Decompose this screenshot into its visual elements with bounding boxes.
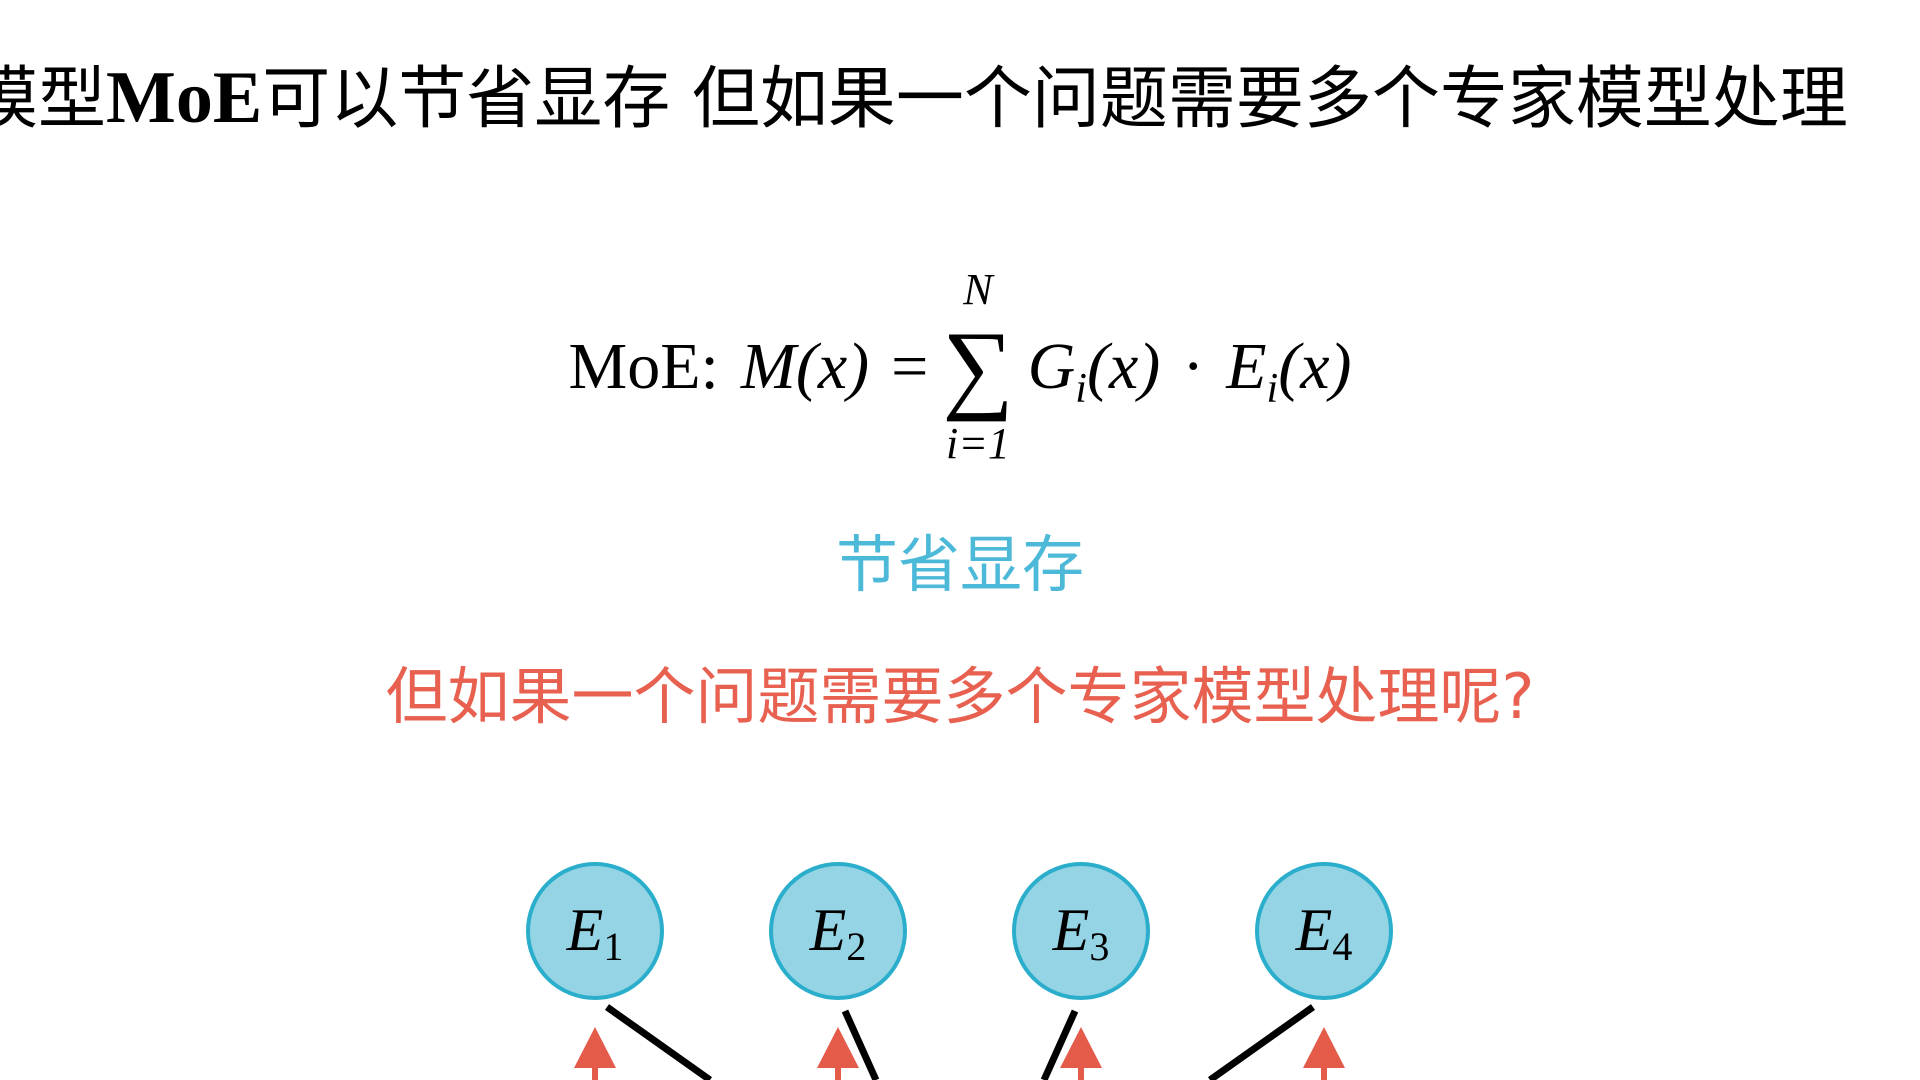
expert-label-2: E2 [771, 890, 905, 970]
expert-label-3: E3 [1014, 890, 1148, 970]
expert-sub: 2 [846, 924, 867, 969]
connection-line-2 [841, 1009, 880, 1080]
gate-term: Gi(x) [1027, 327, 1161, 410]
expert-term: Ei(x) [1226, 327, 1352, 410]
expert-node-4 [1255, 862, 1393, 1000]
expert-node-1 [526, 862, 664, 1000]
expert-index: i [1266, 366, 1279, 413]
formula-lhs: M(x) [740, 330, 870, 403]
title-bold: MoE [106, 57, 263, 139]
expert-name: E [566, 897, 604, 963]
formula-label: MoE: [568, 330, 719, 403]
formula-equals: = [891, 330, 929, 403]
sum-symbol: ∑ [942, 311, 1014, 422]
expert-arg: (x) [1278, 330, 1352, 403]
up-arrow-icon [1060, 1027, 1102, 1080]
expert-label-4: E4 [1257, 890, 1391, 970]
gate-index: i [1075, 366, 1087, 413]
highlight-text: 节省显存 [835, 528, 1084, 601]
connection-line-1 [604, 1004, 713, 1080]
expert-name: E [809, 897, 847, 963]
connection-line-4 [1207, 1004, 1316, 1080]
expert-label-1: E1 [528, 890, 662, 970]
gate-arg: (x) [1086, 330, 1161, 403]
sum-lower: i=1 [946, 419, 1010, 468]
expert-sub: 4 [1332, 924, 1353, 969]
moe-formula: MoE: M(x) = N ∑ i=1 Gi(x) · Ei(x) [0, 262, 1920, 472]
expert-name: E [1295, 897, 1333, 963]
sum-upper: N [963, 265, 993, 314]
expert-node-3 [1012, 862, 1150, 1000]
expert-sub: 1 [603, 924, 624, 969]
expert-symbol: E [1226, 330, 1267, 403]
up-arrow-icon [1303, 1027, 1345, 1080]
sum-operator: N ∑ i=1 [942, 265, 1013, 469]
up-arrow-icon [817, 1027, 859, 1080]
up-arrow-icon [574, 1027, 616, 1080]
connection-line-3 [1040, 1009, 1079, 1080]
slide-title: 模型MoE可以节省显存 但如果一个问题需要多个专家模型处理 [0, 58, 1848, 140]
gate-symbol: G [1027, 330, 1076, 403]
expert-name: E [1052, 897, 1090, 963]
title-prefix: 模型 [0, 60, 107, 139]
expert-node-2 [769, 862, 907, 1000]
formula-dot: · [1182, 330, 1205, 403]
expert-sub: 3 [1089, 924, 1110, 969]
question-text: 但如果一个问题需要多个专家模型处理呢? [385, 660, 1535, 733]
title-suffix: 可以节省显存 但如果一个问题需要多个专家模型处理 [262, 60, 1848, 139]
